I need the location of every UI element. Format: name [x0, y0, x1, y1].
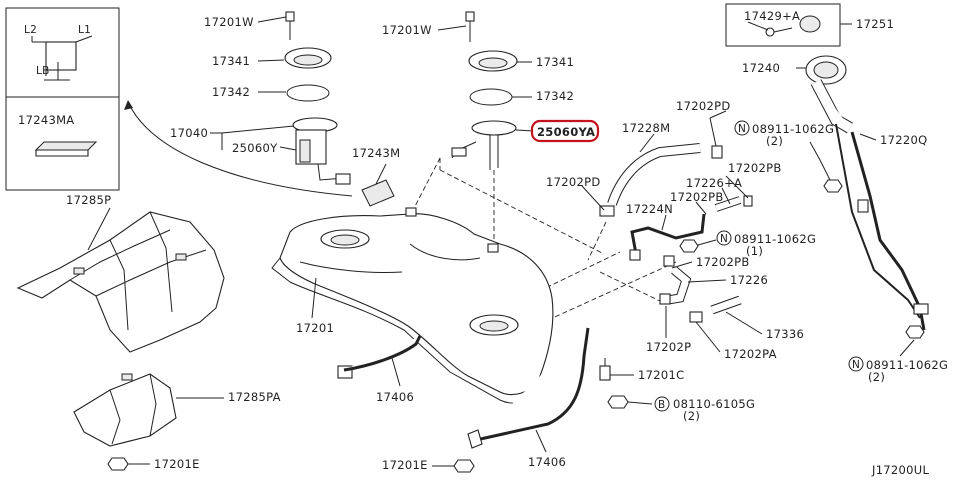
label-17201E-left: 17201E [154, 457, 200, 471]
label-17243M: 17243M [352, 146, 400, 160]
tank-strap-right [467, 327, 590, 453]
label-25060YA-highlighted: 25060YA [537, 125, 595, 139]
label-08110-qty: (2) [683, 409, 700, 423]
n-symbol-icon-mid [716, 230, 732, 246]
drawing-code: J17200UL [871, 463, 929, 477]
label-17201: 17201 [296, 321, 334, 335]
n-symbol-icon-top [734, 120, 750, 136]
dim-label-lb: LB [36, 65, 50, 77]
tank-strap-left [343, 335, 422, 387]
left-pump-stack [210, 11, 351, 185]
label-17251: 17251 [856, 17, 894, 31]
dim-label-l2: L2 [24, 24, 37, 36]
label-17202PB-top: 17202PB [728, 161, 782, 175]
n-symbol-icon-bottom [848, 356, 864, 372]
label-17202P: 17202P [646, 340, 691, 354]
pad-17243m [361, 179, 395, 207]
label-17406-left: 17406 [376, 390, 414, 404]
inset-pointer-arrow [127, 101, 353, 197]
inset-box: L2 L1 LB 17243MA [5, 7, 120, 191]
b-symbol: B [658, 399, 666, 411]
inset-part-label: 17243MA [18, 113, 74, 127]
heat-shield-17285pa [73, 373, 177, 447]
heat-shield-17285p [16, 211, 225, 353]
label-17202PD-left: 17202PD [546, 175, 600, 189]
dim-label-l1: L1 [78, 24, 91, 36]
n-symbol-bottom: N [852, 359, 860, 371]
label-17202PD-top: 17202PD [676, 99, 730, 113]
n-symbol-mid: N [720, 233, 728, 245]
label-08110-6105G: 08110-6105G [673, 397, 755, 411]
label-17201W-center: 17201W [382, 23, 432, 37]
label-17040: 17040 [170, 126, 208, 140]
label-08911-mid: 08911-1062G [734, 232, 816, 246]
nut-17201e-center [453, 459, 475, 473]
label-17226: 17226 [730, 273, 768, 287]
label-17406-right: 17406 [528, 455, 566, 469]
hose-17226 [659, 266, 692, 305]
label-17228M: 17228M [622, 121, 670, 135]
label-17201E-center: 17201E [382, 458, 428, 472]
label-08911-bottom: 08911-1062G [866, 358, 948, 372]
bolt-08110 [607, 395, 629, 409]
label-17201C: 17201C [638, 368, 684, 382]
breather-hose-17226a [714, 195, 753, 212]
label-17202PB-mid: 17202PB [670, 190, 724, 204]
label-08911-top-qty: (2) [766, 134, 783, 148]
label-17336: 17336 [766, 327, 804, 341]
label-17341-center: 17341 [536, 55, 574, 69]
filler-hose-17228m [599, 143, 723, 217]
label-17224N: 17224N [626, 202, 673, 216]
label-17220Q: 17220Q [880, 133, 927, 147]
n-symbol-top: N [738, 123, 746, 135]
label-17202PB-low: 17202PB [696, 255, 750, 269]
label-08911-mid-qty: (1) [746, 244, 763, 258]
bolt-17201c [599, 365, 611, 381]
label-17226A: 17226+A [686, 176, 742, 190]
b-symbol-icon [654, 396, 670, 412]
label-17240: 17240 [742, 61, 780, 75]
label-17285P: 17285P [66, 193, 111, 207]
label-08911-top: 08911-1062G [752, 122, 834, 136]
hose-17336 [689, 295, 742, 323]
label-17429A: 17429+A [744, 9, 800, 23]
label-17202PA: 17202PA [724, 347, 777, 361]
label-17342-left: 17342 [212, 85, 250, 99]
label-17342-center: 17342 [536, 89, 574, 103]
label-17341-left: 17341 [212, 54, 250, 68]
center-pump-stack [437, 11, 535, 170]
label-08911-bottom-qty: (2) [868, 370, 885, 384]
evap-tube-17224n [629, 213, 706, 267]
filler-neck-17220q [805, 55, 929, 339]
fuel-tank [271, 207, 554, 404]
nut-17201e-left [107, 457, 129, 471]
highlight-box-25060YA [530, 119, 600, 143]
label-25060Y: 25060Y [232, 141, 278, 155]
filler-cap-detail-box [725, 3, 841, 47]
label-17285PA: 17285PA [228, 390, 281, 404]
label-17201W-left: 17201W [204, 15, 254, 29]
